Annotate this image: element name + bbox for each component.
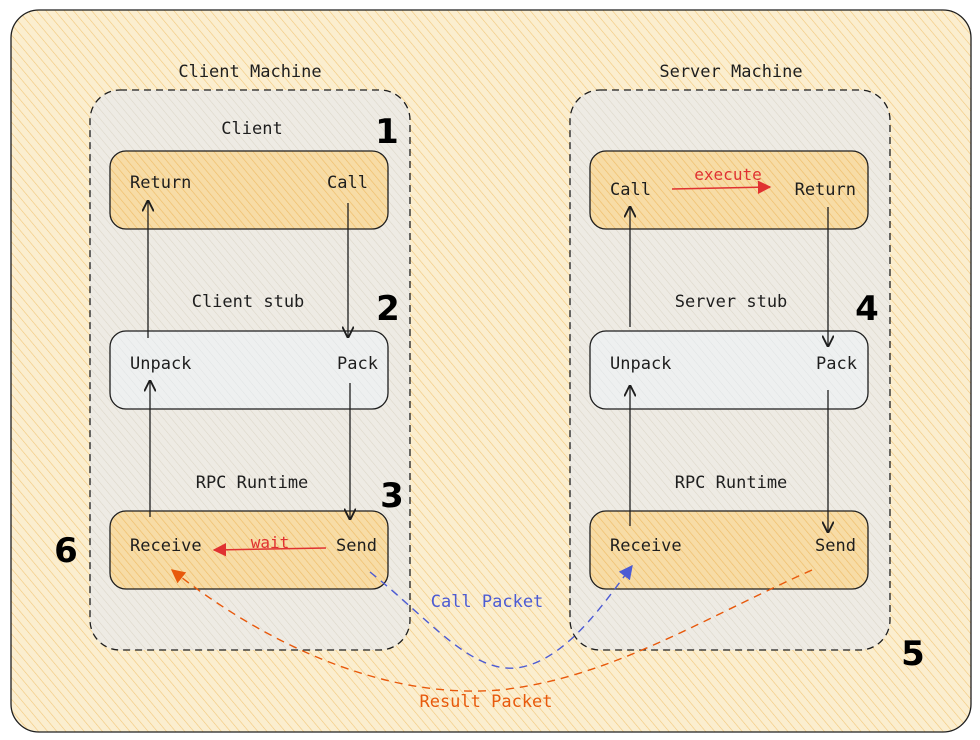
- server-stub-label: Server stub: [675, 292, 788, 312]
- step-4-number: 4: [855, 289, 879, 329]
- server-call-label: Call: [610, 180, 651, 200]
- client-app-box: [109, 150, 389, 230]
- client-pack-label: Pack: [337, 354, 378, 374]
- step-5-number: 5: [901, 634, 925, 674]
- client-send-label: Send: [336, 536, 377, 556]
- client-return-label: Return: [130, 173, 191, 193]
- server-runtime-label: RPC Runtime: [675, 473, 788, 493]
- server-send-label: Send: [815, 536, 856, 556]
- step-6-number: 6: [54, 531, 78, 571]
- server-machine-title: Server Machine: [659, 62, 802, 82]
- server-unpack-label: Unpack: [610, 354, 671, 374]
- step-3-number: 3: [380, 476, 404, 516]
- server-app-box: [589, 150, 869, 230]
- client-receive-label: Receive: [130, 536, 202, 556]
- execute-arrow: [671, 180, 772, 194]
- client-runtime-label: RPC Runtime: [196, 473, 309, 493]
- client-call-label: Call: [327, 173, 368, 193]
- server-return-label: Return: [795, 180, 856, 200]
- client-machine-title: Client Machine: [178, 62, 321, 82]
- client-unpack-label: Unpack: [130, 354, 191, 374]
- result-packet-label: Result Packet: [419, 692, 552, 712]
- client-layer-label: Client: [221, 119, 282, 139]
- client-stub-box: [109, 330, 389, 410]
- wait-label: wait: [251, 533, 290, 552]
- client-stub-label: Client stub: [192, 292, 305, 312]
- execute-label: execute: [694, 165, 761, 184]
- step-1-number: 1: [375, 112, 399, 152]
- server-stub-box: [589, 330, 869, 410]
- server-pack-label: Pack: [816, 354, 857, 374]
- step-2-number: 2: [376, 289, 400, 329]
- result-packet-arrow: [170, 569, 813, 692]
- server-runtime-box: [589, 510, 869, 590]
- call-packet-label: Call Packet: [431, 592, 544, 612]
- wait-arrow: [212, 543, 327, 557]
- server-receive-label: Receive: [610, 536, 682, 556]
